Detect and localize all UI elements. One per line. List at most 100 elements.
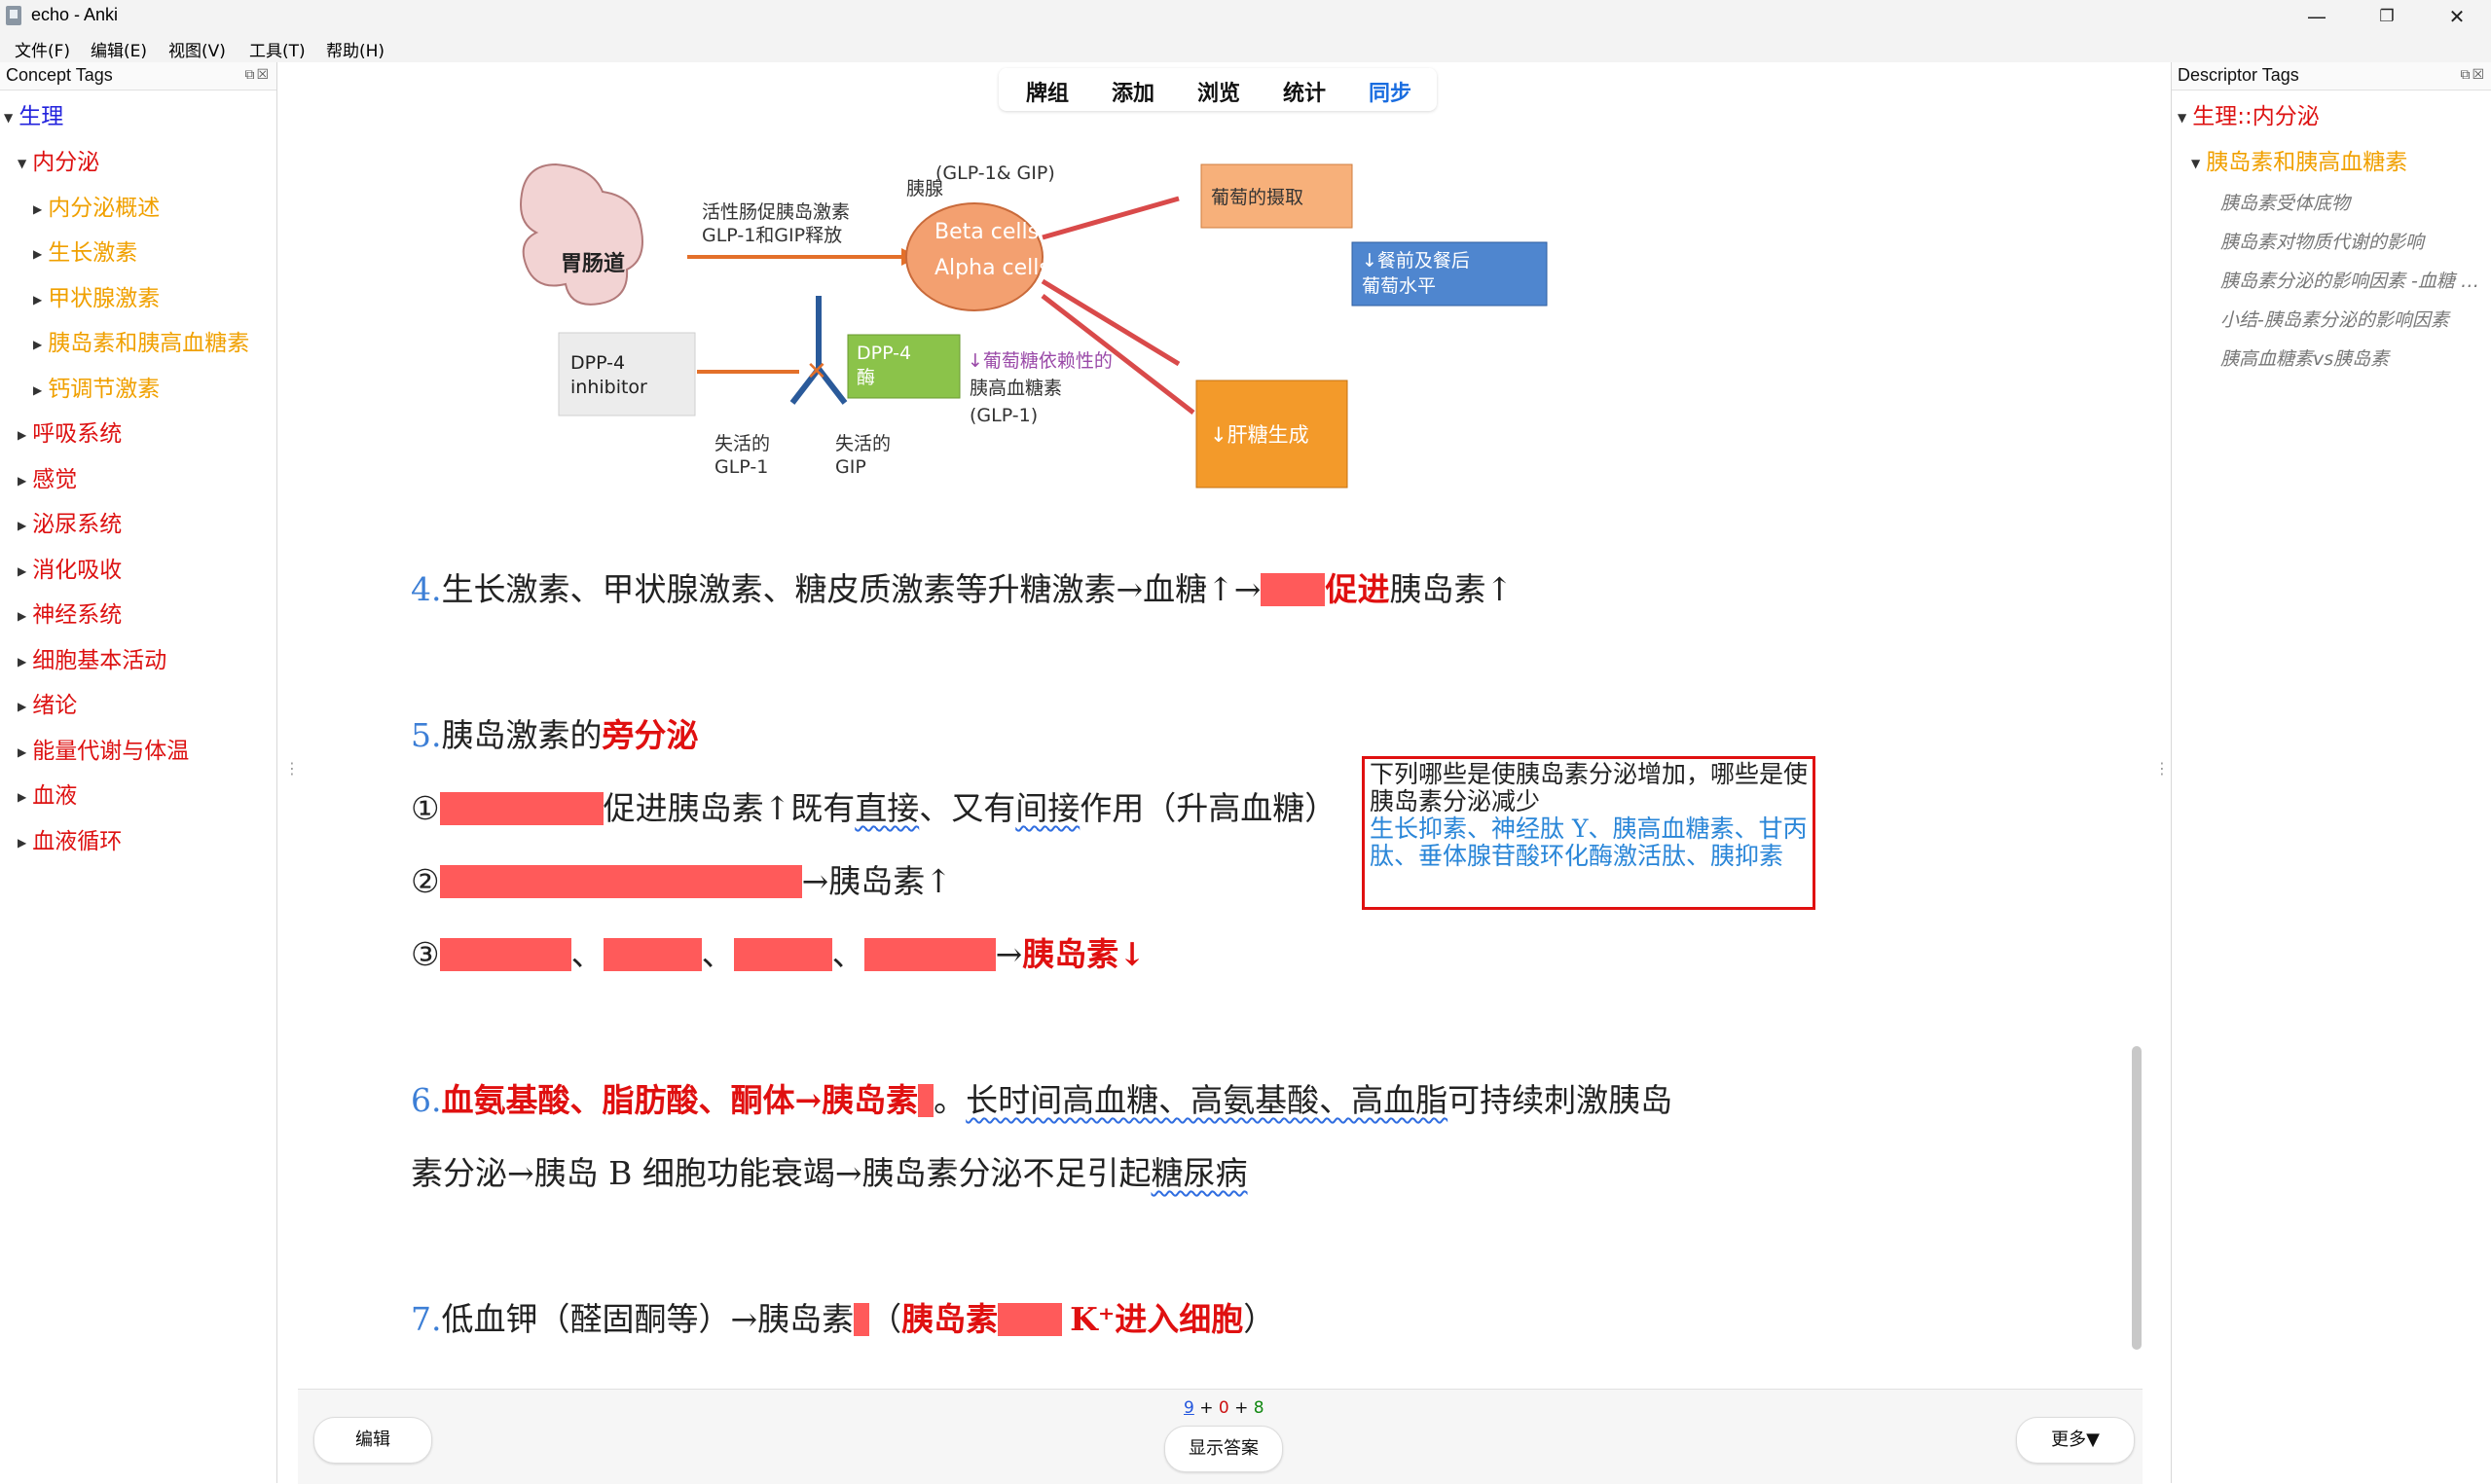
blood-glucose-label-2: 葡萄水平 xyxy=(1362,275,1436,297)
tag-item[interactable]: ▶胰岛素和胰高血糖素 xyxy=(33,331,250,356)
menu-file[interactable]: 文件(F) xyxy=(15,42,71,61)
tag-item[interactable]: ▶感觉 xyxy=(18,467,78,492)
expanded-triangle-icon[interactable]: ▼ xyxy=(18,156,27,170)
annotation-question: 下列哪些是使胰岛素分泌增加，哪些是使胰岛素分泌减少 xyxy=(1370,760,1809,815)
nav-add[interactable]: 添加 xyxy=(1112,82,1155,106)
show-answer-button[interactable]: 显示答案 xyxy=(1164,1426,1283,1472)
vertical-scrollbar[interactable] xyxy=(2132,1046,2142,1350)
expanded-triangle-icon[interactable]: ▼ xyxy=(4,110,14,125)
maximize-button[interactable]: ❐ xyxy=(2379,7,2395,26)
tag-item-内分泌[interactable]: ▼内分泌 xyxy=(18,150,100,175)
nav-decks[interactable]: 牌组 xyxy=(1026,82,1070,106)
descriptor-leaf[interactable]: 胰岛素分泌的影响因素 -血糖 -... xyxy=(2220,271,2483,292)
collapsed-triangle-icon[interactable]: ▶ xyxy=(18,563,27,578)
descriptor-leaf[interactable]: 小结-胰岛素分泌的影响因素 xyxy=(2220,309,2449,331)
arrow-line xyxy=(1041,278,1181,367)
expanded-triangle-icon[interactable]: ▼ xyxy=(2191,156,2201,170)
tag-item[interactable]: ▶钙调节激素 xyxy=(33,377,161,402)
left-splitter-handle[interactable]: ⋮ xyxy=(284,759,300,778)
alpha-cells-label: Alpha cells xyxy=(934,256,1050,280)
new-count[interactable]: 9 xyxy=(1184,1398,1194,1418)
tag-item[interactable]: ▶甲状腺激素 xyxy=(33,286,161,311)
cloze-blank[interactable] xyxy=(439,938,571,971)
collapsed-triangle-icon[interactable]: ▶ xyxy=(18,608,27,623)
collapsed-triangle-icon[interactable]: ▶ xyxy=(33,201,43,216)
panel-float-close-icons[interactable]: ⧉☒ xyxy=(2460,67,2486,83)
glp-gip-top-label: (GLP-1& GIP) xyxy=(935,163,1055,184)
cloze-blank[interactable] xyxy=(863,938,996,971)
expanded-triangle-icon[interactable]: ▼ xyxy=(2178,110,2187,125)
blood-glucose-label-1: ↓餐前及餐后 xyxy=(1362,250,1470,271)
collapsed-triangle-icon[interactable]: ▶ xyxy=(33,292,43,307)
collapsed-triangle-icon[interactable]: ▶ xyxy=(33,382,43,397)
descriptor-leaf[interactable]: 胰岛素对物质代谢的影响 xyxy=(2220,232,2425,253)
nav-browse[interactable]: 浏览 xyxy=(1197,82,1241,106)
tag-item-生理[interactable]: ▼生理 xyxy=(4,104,64,129)
tag-item[interactable]: ▶呼吸系统 xyxy=(18,421,123,447)
nav-sync[interactable]: 同步 xyxy=(1369,82,1412,106)
close-button[interactable]: ✕ xyxy=(2448,5,2466,28)
learn-count: 0 xyxy=(1218,1398,1229,1418)
collapsed-triangle-icon[interactable]: ▶ xyxy=(18,835,27,850)
annotation-answer: 生长抑素、神经肽 Y、胰高血糖素、甘丙肽、垂体腺苷酸环化酶激活肽、胰抑素 xyxy=(1370,814,1808,870)
dpp4-inhibitor-label-2: inhibitor xyxy=(570,377,647,398)
cloze-blank[interactable] xyxy=(854,1303,870,1336)
blood-glucose-box xyxy=(1351,241,1548,307)
minimize-button[interactable]: — xyxy=(2307,5,2326,28)
tag-item[interactable]: ▶内分泌概述 xyxy=(33,196,161,221)
tag-item[interactable]: ▶血液 xyxy=(18,783,78,809)
cloze-blank[interactable] xyxy=(439,865,802,898)
beta-cells-label: Beta cells xyxy=(934,220,1039,244)
nav-stats[interactable]: 统计 xyxy=(1283,82,1327,106)
anki-app-icon xyxy=(6,6,21,25)
descriptor-root[interactable]: ▼生理::内分泌 xyxy=(2178,104,2320,129)
incretin-label-2: GLP-1和GIP释放 xyxy=(702,225,842,246)
tag-item[interactable]: ▶生长激素 xyxy=(33,240,138,266)
collapsed-triangle-icon[interactable]: ▶ xyxy=(33,246,43,261)
cloze-blank[interactable] xyxy=(733,938,832,971)
collapsed-triangle-icon[interactable]: ▶ xyxy=(18,654,27,669)
collapsed-triangle-icon[interactable]: ▶ xyxy=(18,744,27,759)
collapsed-triangle-icon[interactable]: ▶ xyxy=(18,427,27,442)
collapsed-triangle-icon[interactable]: ▶ xyxy=(18,699,27,713)
cloze-blank[interactable] xyxy=(998,1303,1063,1336)
pancreas-label: 胰腺 xyxy=(906,178,943,199)
collapsed-triangle-icon[interactable]: ▶ xyxy=(33,337,43,351)
tag-item[interactable]: ▶消化吸收 xyxy=(18,558,123,583)
card-line-6b: 素分泌→胰岛 B 细胞功能衰竭→胰岛素分泌不足引起糖尿病 xyxy=(411,1154,1248,1192)
panel-float-close-icons[interactable]: ⧉☒ xyxy=(244,67,271,83)
arrow-line xyxy=(1041,294,1195,415)
menu-view[interactable]: 视图(V) xyxy=(168,42,226,61)
card-line-5: 5.胰岛激素的旁分泌 xyxy=(411,716,699,754)
right-splitter-handle[interactable]: ⋮ xyxy=(2154,759,2170,778)
concept-tags-panel: Concept Tags ⧉☒ ▼生理 ▼内分泌 ▶内分泌概述 ▶生长激素 ▶甲… xyxy=(0,62,277,1483)
descriptor-child[interactable]: ▼胰岛素和胰高血糖素 xyxy=(2191,150,2408,175)
reviewer-main: 胃肠道 活性肠促胰岛激素 GLP-1和GIP释放 胰腺 (GLP-1& GIP)… xyxy=(298,62,2143,1389)
tag-item[interactable]: ▶细胞基本活动 xyxy=(18,648,167,673)
tag-item[interactable]: ▶神经系统 xyxy=(18,602,123,628)
tag-item[interactable]: ▶泌尿系统 xyxy=(18,512,123,537)
collapsed-triangle-icon[interactable]: ▶ xyxy=(18,518,27,532)
menu-tools[interactable]: 工具(T) xyxy=(249,42,306,61)
dpp4-enzyme-box xyxy=(847,334,961,399)
inactive-glp-label-1: 失活的 xyxy=(714,433,770,454)
collapsed-triangle-icon[interactable]: ▶ xyxy=(18,789,27,804)
descriptor-leaf[interactable]: 胰高血糖素vs胰岛素 xyxy=(2220,348,2390,370)
tag-item[interactable]: ▶绪论 xyxy=(18,693,78,718)
bottom-bar: 9 + 0 + 8 编辑 显示答案 更多▼ xyxy=(298,1389,2143,1484)
cloze-blank[interactable] xyxy=(439,792,604,825)
cloze-blank[interactable] xyxy=(1261,573,1326,606)
more-button[interactable]: 更多▼ xyxy=(2016,1417,2135,1464)
panel-title: Concept Tags xyxy=(6,65,113,85)
edit-button[interactable]: 编辑 xyxy=(313,1417,432,1464)
cloze-blank[interactable] xyxy=(918,1084,934,1117)
tag-item[interactable]: ▶能量代谢与体温 xyxy=(18,739,190,764)
menu-bar: 文件(F) 编辑(E) 视图(V) 工具(T) 帮助(H) xyxy=(0,33,2491,62)
tag-item[interactable]: ▶血液循环 xyxy=(18,829,123,854)
cloze-blank[interactable] xyxy=(603,938,702,971)
collapsed-triangle-icon[interactable]: ▶ xyxy=(18,473,27,488)
card-item-3: ③、、、→胰岛素↓ xyxy=(411,935,1146,973)
descriptor-leaf[interactable]: 胰岛素受体底物 xyxy=(2220,193,2351,214)
menu-edit[interactable]: 编辑(E) xyxy=(91,42,148,61)
menu-help[interactable]: 帮助(H) xyxy=(326,42,385,61)
